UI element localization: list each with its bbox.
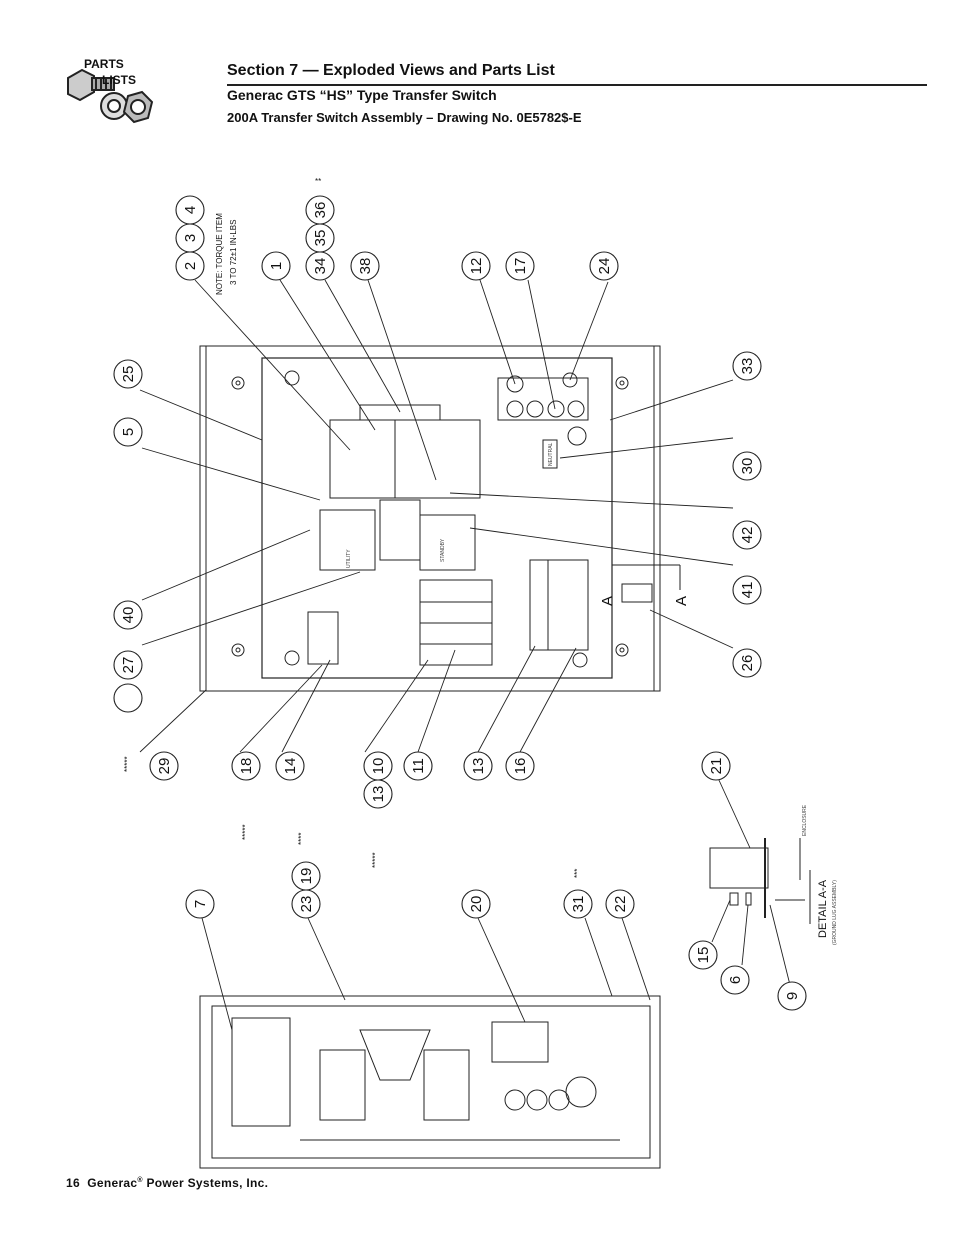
- callout-30: 30: [739, 458, 756, 475]
- callout-13: 13: [370, 786, 387, 803]
- callout-34: 34: [312, 258, 329, 275]
- callout-24: 24: [596, 258, 613, 275]
- callout-3: 3: [182, 234, 199, 242]
- callout-41: 41: [739, 582, 756, 599]
- utility-label: UTILITY: [346, 549, 352, 568]
- callout-18: 18: [238, 758, 255, 775]
- company-name-rest: Power Systems, Inc.: [142, 1176, 269, 1190]
- transfer-mechanism: [329, 419, 481, 499]
- callout-35: 35: [312, 230, 329, 247]
- logo-parts: PARTS: [84, 57, 124, 71]
- callout-9: 9: [784, 992, 801, 1000]
- torque-note-line1: NOTE: TORQUE ITEM: [215, 213, 224, 295]
- callout-5: 5: [120, 428, 137, 436]
- callout-13: 13: [470, 758, 487, 775]
- neutral-label: NEUTRAL: [548, 442, 554, 466]
- callout-11: 11: [410, 758, 427, 774]
- asterisk-36: **: [315, 177, 321, 186]
- terminal-strip: [529, 559, 589, 651]
- page-footer: 16 Generac® Power Systems, Inc.: [66, 1176, 268, 1190]
- subtitle: Generac GTS “HS” Type Transfer Switch: [227, 87, 497, 103]
- callout-42: 42: [739, 527, 756, 544]
- callout-20: 20: [468, 896, 485, 913]
- enclosure-side-view: [199, 995, 661, 1169]
- callout-40: 40: [120, 607, 137, 624]
- callout-27: 27: [120, 657, 137, 674]
- callout-7: 7: [192, 900, 209, 908]
- callout-15: 15: [695, 947, 712, 964]
- rating-label: [231, 1017, 291, 1127]
- header-rule: [227, 84, 927, 86]
- callout-31: 31: [570, 896, 587, 913]
- logo-lists: LISTS: [102, 73, 136, 87]
- callout-38: 38: [357, 258, 374, 275]
- callout-10: 10: [370, 758, 387, 775]
- asterisk-31: *****: [371, 852, 380, 868]
- callout-12: 12: [468, 258, 485, 275]
- callout-17: 17: [512, 258, 529, 275]
- company-name: Generac: [87, 1176, 138, 1190]
- bolt-nut-icon: [67, 68, 154, 124]
- enclosure-top-view: [199, 345, 661, 692]
- enclosure-label: ENCLOSURE: [802, 804, 808, 836]
- detail-ground-lug: [709, 847, 769, 889]
- standby-label: STANDBY: [440, 538, 446, 562]
- callout-33: 33: [739, 358, 756, 375]
- section-a-left: A: [599, 596, 616, 606]
- drawing-title: 200A Transfer Switch Assembly – Drawing …: [227, 110, 582, 125]
- detail-subtitle: (GROUND LUG ASSEMBLY): [832, 880, 838, 945]
- asterisk-22: ***: [573, 869, 582, 878]
- callout-26: 26: [739, 655, 756, 672]
- callout-2: 2: [182, 262, 199, 270]
- callout-19: 19: [298, 868, 315, 885]
- asterisk-18: *****: [123, 756, 132, 772]
- asterisk-20: ****: [297, 833, 306, 845]
- callout-36: 36: [312, 202, 329, 219]
- section-title: Section 7 — Exploded Views and Parts Lis…: [227, 62, 555, 79]
- callout-16: 16: [512, 758, 529, 775]
- callout-29: 29: [156, 758, 173, 775]
- neutral-block: [497, 377, 589, 421]
- detail-title: DETAIL A-A: [817, 879, 829, 938]
- callout-21: 21: [708, 758, 725, 775]
- callout-4: 4: [182, 206, 199, 214]
- page-number: 16: [66, 1176, 80, 1190]
- callout-22: 22: [612, 896, 629, 913]
- callout-6: 6: [727, 976, 744, 984]
- callout-14: 14: [282, 758, 299, 775]
- mounting-hole-icons: [231, 370, 629, 668]
- parts-lists-logo: PARTS LISTS: [67, 57, 154, 124]
- callout-23: 23: [298, 896, 315, 913]
- callout-1: 1: [268, 262, 285, 270]
- asterisk-19: *****: [241, 824, 250, 840]
- callout-25: 25: [120, 366, 137, 383]
- section-a-right: A: [673, 596, 690, 606]
- torque-note-line2: 3 TO 72±1 IN-LBS: [229, 220, 238, 285]
- registered-mark: ®: [137, 1177, 143, 1184]
- transformer: [307, 611, 339, 665]
